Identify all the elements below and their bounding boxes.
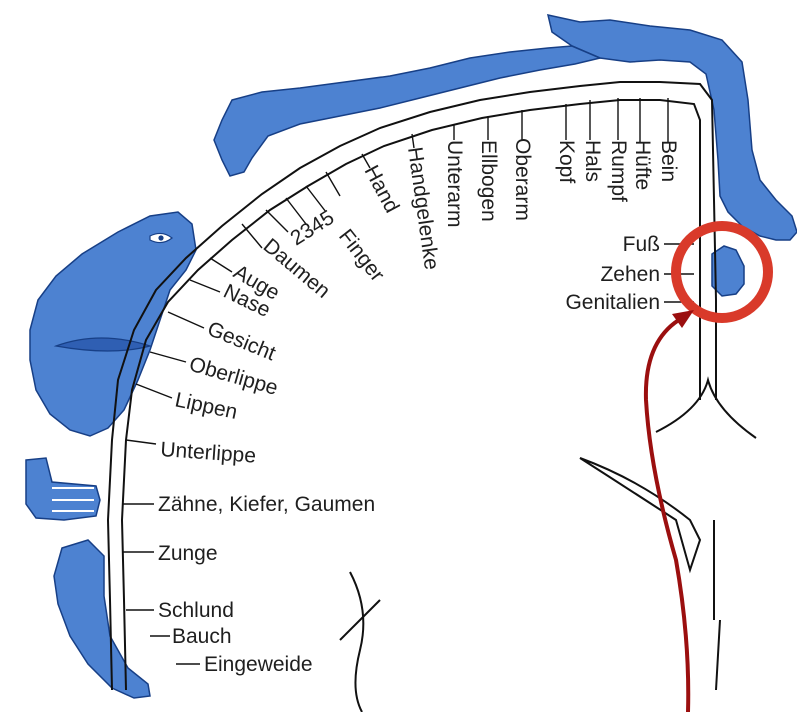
tick-finger-5 xyxy=(326,172,340,196)
label-finger: Finger xyxy=(334,225,389,286)
label-unterlippe: Unterlippe xyxy=(160,438,257,468)
label-zehen: Zehen xyxy=(600,263,660,286)
label-bauch: Bauch xyxy=(172,625,232,648)
label-handgelenke: Handgelenke xyxy=(403,145,443,271)
labels: Bein Hüfte Rumpf Hals Kopf Oberarm Ellbo… xyxy=(158,138,680,676)
lower-curve-1 xyxy=(350,572,363,712)
label-lippen: Lippen xyxy=(173,388,239,424)
ventricle-shape xyxy=(580,458,700,570)
leg-shape xyxy=(548,15,797,240)
label-eingeweide: Eingeweide xyxy=(204,653,313,676)
tick-auge xyxy=(210,258,232,272)
tick-nase xyxy=(190,280,220,292)
tick-finger-2 xyxy=(266,210,288,232)
label-rumpf: Rumpf xyxy=(607,140,630,202)
genitals-shape xyxy=(712,246,744,296)
label-finger-numbers: 2345 xyxy=(286,206,338,250)
tick-hand xyxy=(362,154,370,168)
label-ellbogen: Ellbogen xyxy=(477,140,500,222)
tick-oberlippe xyxy=(150,352,186,362)
label-hand: Hand xyxy=(360,162,404,217)
lower-curve-2 xyxy=(340,600,380,640)
label-unterarm: Unterarm xyxy=(443,140,466,228)
midline-curve xyxy=(656,380,756,438)
arrow-head-icon xyxy=(672,310,694,328)
head-face-shape xyxy=(30,212,196,436)
label-zunge: Zunge xyxy=(158,542,218,565)
tick-daumen xyxy=(242,224,262,248)
label-kopf: Kopf xyxy=(555,140,578,183)
label-huefte: Hüfte xyxy=(631,140,654,190)
label-schlund: Schlund xyxy=(158,599,234,622)
tick-lippen xyxy=(136,384,172,398)
vertical-right-line xyxy=(714,520,720,690)
pupil-icon xyxy=(158,235,163,240)
label-bein: Bein xyxy=(657,140,680,182)
tick-unterlippe xyxy=(126,440,156,444)
tick-gesicht xyxy=(168,312,204,328)
label-hals: Hals xyxy=(581,140,604,182)
tongue-shape xyxy=(54,540,150,698)
label-zaehne: Zähne, Kiefer, Gaumen xyxy=(158,493,375,516)
label-genitalien: Genitalien xyxy=(565,291,660,314)
label-oberarm: Oberarm xyxy=(511,138,534,221)
label-fuss: Fuß xyxy=(623,233,660,256)
annotation xyxy=(646,226,768,712)
